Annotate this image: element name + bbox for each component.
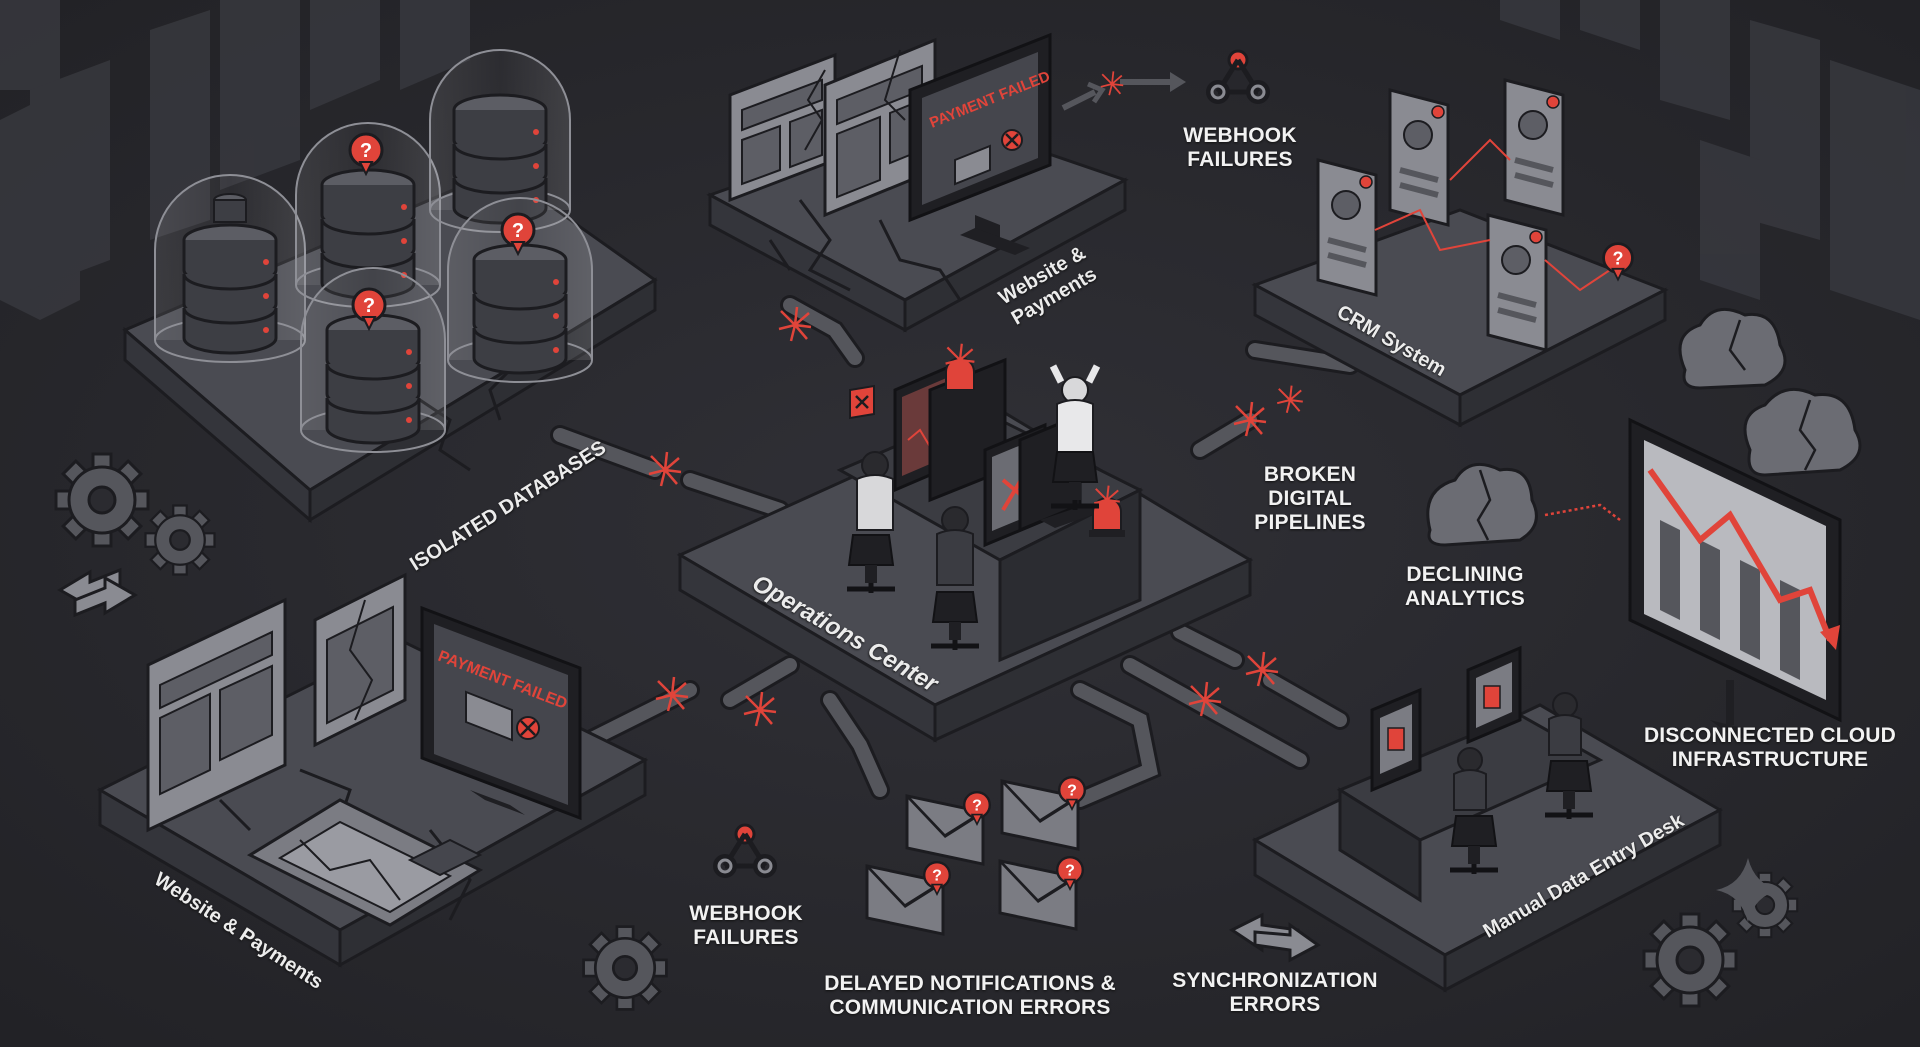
city-skyline-right (1500, 0, 1920, 320)
callout-broken-pipelines-line2: DIGITAL (1268, 487, 1352, 510)
callout-broken-pipelines: BROKEN DIGITAL PIPELINES (1240, 463, 1380, 535)
sync-arrows-icon (57, 567, 1321, 963)
browser-window-icon-4 (313, 572, 407, 748)
callout-webhook-failures-bottom: WEBHOOK FAILURES (686, 902, 806, 950)
failed-arrow (1061, 70, 1186, 111)
browser-window-icon-2 (823, 37, 937, 218)
callout-disconnected-cloud-line1: DISCONNECTED CLOUD (1643, 724, 1897, 747)
trend-down-chart-icon (1628, 417, 1842, 745)
browser-window-icon-3 (146, 597, 287, 833)
monitor-icon: PAYMENT FAILED (908, 32, 1053, 255)
callout-disconnected-cloud: DISCONNECTED CLOUD INFRASTRUCTURE (1640, 724, 1900, 772)
laptop-icon (246, 798, 484, 927)
contact-cards (1316, 78, 1634, 352)
callout-delayed-notifications-line1: DELAYED NOTIFICATIONS & (824, 972, 1116, 995)
callout-synchronization-errors: SYNCHRONIZATION ERRORS (1165, 969, 1385, 1017)
callout-webhook-bottom-line2: FAILURES (693, 926, 799, 949)
callout-declining-analytics: DECLINING ANALYTICS (1385, 563, 1545, 611)
callout-delayed-notifications: DELAYED NOTIFICATIONS & COMMUNICATION ER… (820, 972, 1120, 1020)
callout-webhook-top-line2: FAILURES (1187, 148, 1293, 171)
callout-broken-pipelines-line3: PIPELINES (1254, 511, 1366, 534)
callout-webhook-top-line1: WEBHOOK (1183, 124, 1297, 147)
city-skyline-left (0, 0, 470, 320)
monitor-icon-2: PAYMENT FAILED (420, 605, 582, 821)
callout-broken-pipelines-line1: BROKEN (1263, 463, 1357, 486)
operators (847, 364, 1099, 650)
callout-delayed-notifications-line2: COMMUNICATION ERRORS (829, 996, 1111, 1019)
callout-disconnected-cloud-line2: INFRASTRUCTURE (1671, 748, 1869, 771)
callout-declining-analytics-line2: ANALYTICS (1404, 587, 1526, 610)
data-entry-desk (1336, 645, 1604, 903)
cloud-cracks (1476, 319, 1817, 541)
callout-declining-analytics-line1: DECLINING (1406, 563, 1524, 586)
callout-sync-errors-line2: ERRORS (1229, 993, 1321, 1016)
callout-sync-errors-line1: SYNCHRONIZATION (1172, 969, 1378, 992)
database-cluster (154, 49, 593, 453)
alarm-light-icon (942, 342, 978, 397)
sparkle-icon (1716, 858, 1780, 922)
cloud-icons (1426, 307, 1862, 547)
callout-webhook-failures-top: WEBHOOK FAILURES (1180, 124, 1300, 172)
error-x-icon (849, 384, 875, 420)
callout-webhook-bottom-line1: WEBHOOK (689, 902, 803, 925)
